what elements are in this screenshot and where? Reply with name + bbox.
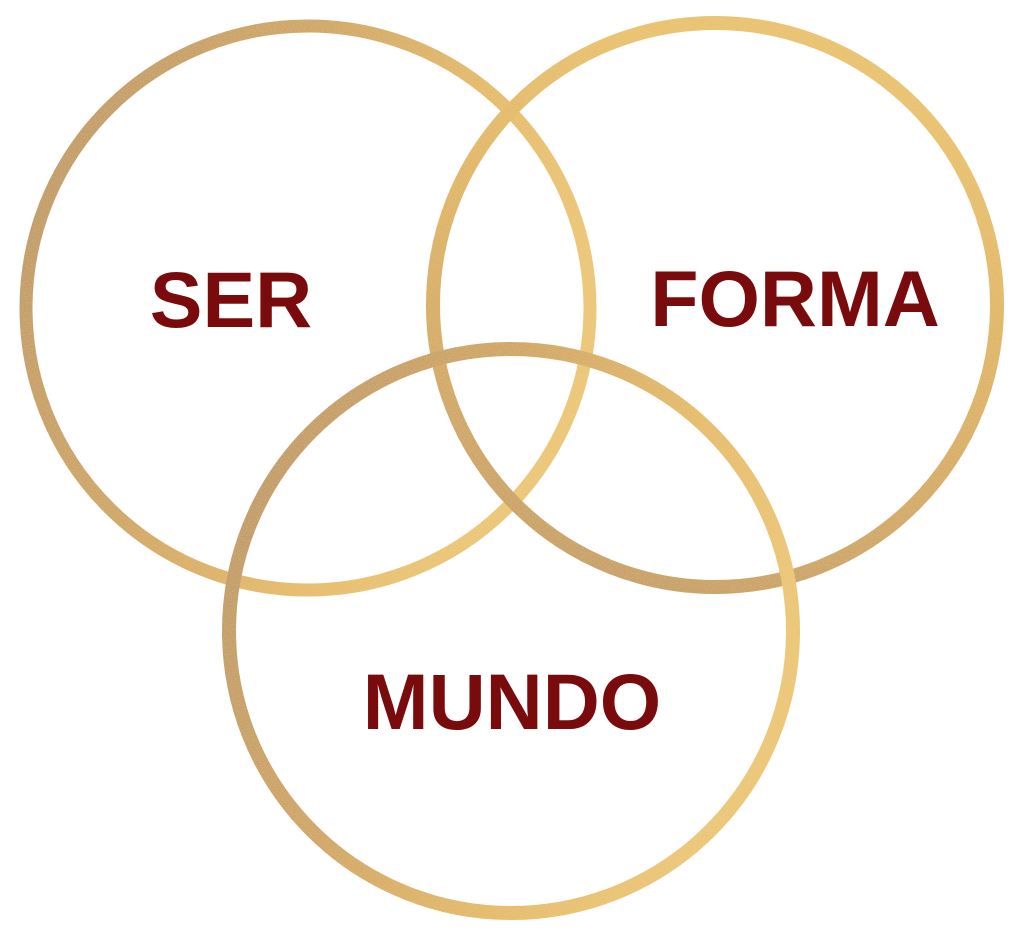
circle-mundo-ring (222, 342, 800, 920)
circle-ser-ring (19, 19, 597, 597)
label-mundo: MUNDO (363, 657, 661, 746)
circle-mundo-group (222, 342, 800, 920)
circle-ser-group (19, 19, 597, 597)
circle-forma-group (426, 16, 1004, 594)
circle-forma-ring (426, 16, 1004, 594)
label-forma: FORMA (650, 254, 940, 343)
label-ser: SER (150, 255, 312, 344)
